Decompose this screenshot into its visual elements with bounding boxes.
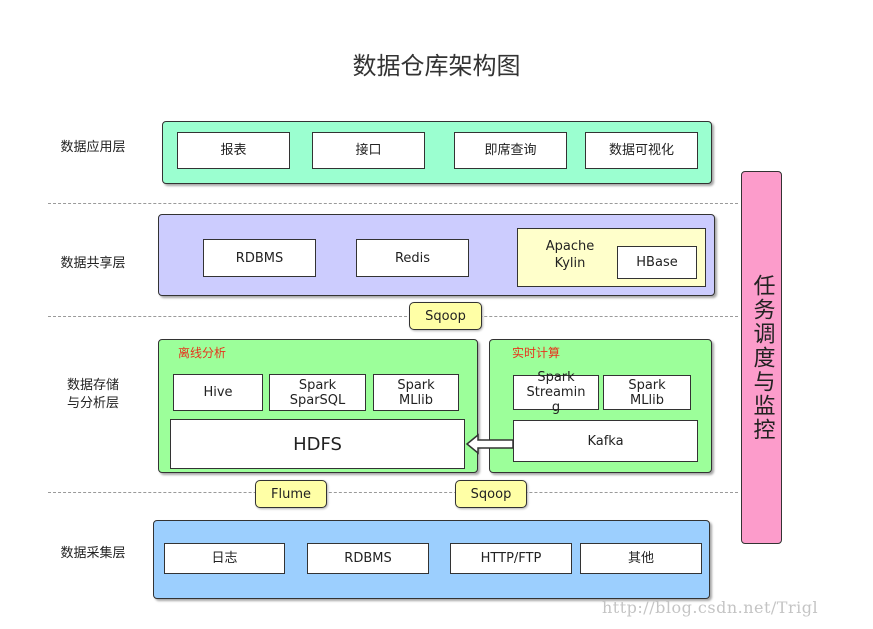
layer-divider-2 [48, 316, 738, 317]
scheduling-monitoring-panel: 任务调度与监控 [741, 171, 782, 544]
interface-box: 接口 [312, 132, 425, 169]
layer-label-sharing: 数据共享层 [60, 256, 126, 271]
flume-connector: Flume [255, 480, 327, 508]
kafka-box: Kafka [513, 420, 698, 462]
http-ftp-box: HTTP/FTP [450, 543, 572, 574]
spark-mllib-offline-box: Spark MLlib [373, 374, 459, 411]
watermark-text: http://blog.csdn.net/Trigl [602, 598, 819, 617]
spark-mllib-realtime-box: Spark MLlib [603, 375, 691, 410]
layer-divider-1 [48, 203, 738, 204]
layer-label-storage: 数据存储 与分析层 [66, 378, 119, 411]
scheduling-monitoring-label: 任务调度与监控 [749, 273, 775, 442]
hive-box: Hive [173, 374, 263, 411]
rdbms-collect-box: RDBMS [307, 543, 429, 574]
apache-kylin-label: Apache Kylin [545, 239, 595, 271]
redis-box: Redis [356, 239, 469, 277]
adhoc-query-box: 即席查询 [454, 132, 567, 169]
data-visualization-box: 数据可视化 [585, 132, 698, 169]
spark-sql-box: Spark SparSQL [269, 374, 366, 411]
spark-streaming-box: Spark Streamin g [513, 370, 599, 415]
hbase-box: HBase [617, 246, 697, 279]
sqoop-connector-bottom: Sqoop [455, 480, 527, 508]
realtime-compute-label: 实时计算 [512, 346, 561, 360]
sqoop-connector-top: Sqoop [409, 302, 482, 330]
layer-label-application: 数据应用层 [60, 140, 126, 155]
offline-analysis-label: 离线分析 [178, 346, 227, 360]
logs-box: 日志 [164, 543, 285, 574]
layer-divider-3 [48, 492, 738, 493]
diagram-title: 数据仓库架构图 [352, 52, 521, 80]
report-box: 报表 [177, 132, 290, 169]
other-box: 其他 [580, 543, 702, 574]
kafka-to-hdfs-arrow-icon [465, 433, 514, 455]
rdbms-share-box: RDBMS [203, 239, 316, 277]
hdfs-box: HDFS [170, 419, 465, 469]
layer-label-collection: 数据采集层 [60, 546, 126, 561]
